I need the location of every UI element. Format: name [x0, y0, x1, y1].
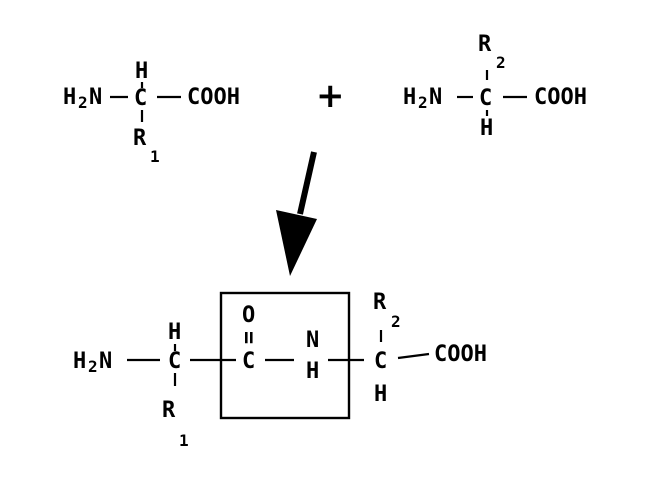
p-h2n-h: H [73, 349, 86, 374]
p-alpha-carbon-2: C [374, 349, 387, 374]
r1-r-subscript: 1 [150, 147, 160, 166]
p-cooh: COOH [434, 342, 487, 367]
r2-h2n-h: H [403, 85, 416, 110]
p-double-bond: = [236, 331, 261, 344]
p-alpha-carbon-1: C [168, 349, 181, 374]
arrow-shaft [297, 151, 317, 215]
p-c2-cooh-bond [397, 352, 430, 360]
r1-alpha-carbon: C [134, 86, 147, 111]
p-carbonyl-oxygen: O [242, 303, 255, 328]
p-bottom-h: H [374, 382, 387, 407]
r2-h2n-subscript: 2 [418, 93, 428, 112]
r2-h2n-n: N [429, 85, 442, 110]
p-amide-nitrogen: N [306, 328, 319, 353]
r1-h2n-h: H [63, 85, 76, 110]
r2-r-subscript: 2 [496, 53, 506, 72]
r1-h2n-subscript: 2 [78, 93, 88, 112]
reactant-1: H 2 N H C COOH R 1 [63, 59, 240, 166]
peptide-bond-box [219, 291, 351, 420]
r1-r-group: R [133, 126, 147, 151]
r2-cooh: COOH [534, 85, 587, 110]
reaction-arrow [276, 151, 317, 276]
p-r1-group: R [162, 398, 176, 423]
p-r2-subscript: 2 [391, 312, 401, 331]
r1-cooh: COOH [187, 85, 240, 110]
p-r2-group: R [373, 290, 387, 315]
arrow-head [276, 210, 317, 276]
r2-r-group: R [478, 32, 492, 57]
product-dipeptide: H 2 N H C R 1 O = C N H R 2 C COOH H [73, 290, 487, 450]
r2-alpha-carbon: C [479, 86, 492, 111]
plus-sign: + [316, 76, 345, 116]
p-r1-subscript: 1 [179, 431, 189, 450]
r1-top-h: H [135, 59, 148, 84]
r1-h2n-n: N [89, 85, 102, 110]
p-carbonyl-carbon: C [242, 349, 255, 374]
p-top-h: H [168, 320, 181, 345]
p-amide-hydrogen: H [306, 359, 319, 384]
p-h2n-n: N [99, 349, 112, 374]
reactant-2: R 2 H 2 N C COOH H [403, 32, 587, 141]
p-h2n-subscript: 2 [88, 357, 98, 376]
r2-bottom-h: H [480, 116, 493, 141]
